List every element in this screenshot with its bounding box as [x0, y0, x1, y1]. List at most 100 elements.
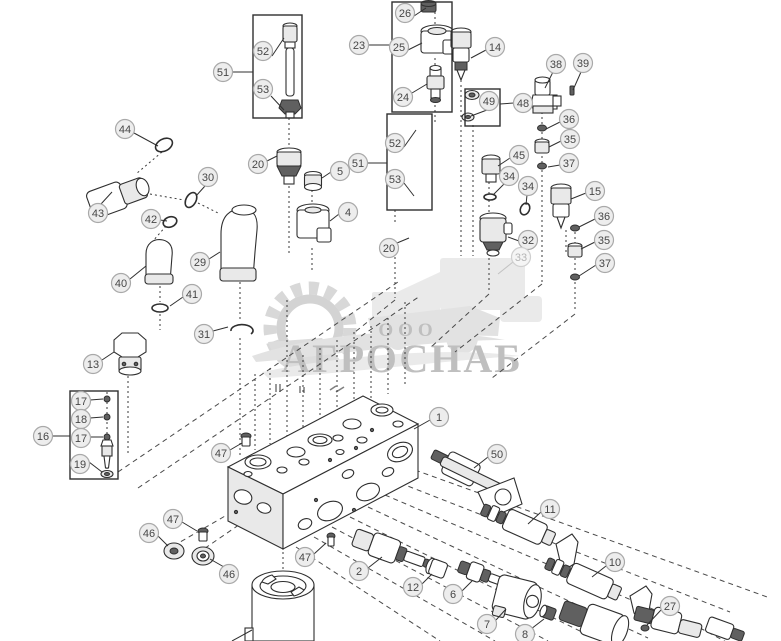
svg-text:32: 32	[522, 235, 534, 247]
leader-line-19	[88, 461, 103, 473]
callout-13: 13	[82, 353, 104, 375]
callout-5: 5	[329, 160, 351, 182]
svg-text:27: 27	[664, 601, 676, 613]
svg-text:40: 40	[115, 278, 127, 290]
part-valve-stem	[100, 439, 114, 469]
part-53-hose-end-lower	[278, 99, 302, 119]
callout-12: 12	[402, 576, 424, 598]
part-4-solenoid-coil	[296, 203, 332, 243]
leader-line-17	[89, 398, 104, 401]
callout-37: 37	[594, 252, 616, 274]
svg-text:47: 47	[299, 552, 311, 564]
svg-text:51: 51	[217, 67, 229, 79]
svg-text:50: 50	[491, 449, 503, 461]
part-hose-tube	[285, 47, 295, 97]
leader-line-36	[545, 121, 561, 130]
watermark-logo: ООО АГРОСНАБ	[252, 258, 542, 393]
callout-47: 47	[162, 508, 184, 530]
leader-line-50	[473, 456, 489, 469]
callout-14: 14	[484, 36, 506, 58]
leader-line-34	[525, 194, 528, 206]
svg-text:30: 30	[202, 172, 214, 184]
leader-line-46	[157, 535, 169, 547]
part-29-boot	[219, 204, 258, 282]
svg-text:24: 24	[397, 92, 409, 104]
callout-33: 33	[510, 246, 532, 268]
part-40-boot-small	[144, 239, 174, 285]
svg-text:46: 46	[143, 528, 155, 540]
svg-text:5: 5	[337, 166, 343, 178]
svg-text:44: 44	[119, 124, 131, 136]
leader-line-42	[159, 219, 168, 222]
svg-text:37: 37	[563, 158, 575, 170]
part-2-cartridge-valve	[351, 528, 435, 570]
callout-41: 41	[181, 283, 203, 305]
part-47-plug-top	[240, 432, 252, 447]
leader-line-35	[580, 241, 596, 250]
leader-line-18	[89, 416, 104, 419]
svg-text:19: 19	[74, 459, 86, 471]
part-5-nut	[303, 170, 323, 192]
part-44-oring	[154, 137, 174, 153]
part-17-ball-a	[103, 395, 111, 403]
leader-line-40	[129, 265, 147, 280]
part-39-pin	[569, 85, 575, 96]
swoosh-shape	[252, 332, 505, 362]
svg-text:15: 15	[589, 186, 601, 198]
leader-line-41	[169, 296, 184, 307]
callout-17: 17	[70, 390, 92, 412]
leader-line-14	[470, 49, 487, 59]
leader-line-33	[497, 261, 514, 275]
leader-line-39	[572, 71, 582, 91]
leader-line-45	[497, 157, 511, 167]
svg-text:49: 49	[483, 96, 495, 108]
part-14-relief-valve	[450, 27, 472, 82]
part-20-sensor-upper	[276, 147, 302, 185]
leader-line-48	[499, 102, 515, 105]
leader-line-10	[591, 565, 607, 578]
part-10-needle-valve	[544, 557, 653, 622]
callout-34: 34	[498, 165, 520, 187]
callout-24: 24	[392, 86, 414, 108]
svg-text:33: 33	[515, 252, 527, 264]
leader-line-11	[527, 511, 542, 525]
callout-27: 27	[659, 595, 681, 617]
part-37-ball-lower	[537, 162, 547, 170]
part-36-ball-upper	[537, 124, 547, 132]
part-hex-cartridge	[558, 600, 630, 641]
svg-text:20: 20	[383, 243, 395, 255]
svg-text:17: 17	[75, 396, 87, 408]
callout-20: 20	[378, 237, 400, 259]
callout-leader-lines	[52, 7, 662, 630]
leader-line-37	[547, 164, 561, 168]
svg-text:46: 46	[223, 569, 235, 581]
leader-line-24	[411, 83, 428, 94]
leader-line-7	[495, 608, 507, 621]
callout-30: 30	[197, 166, 219, 188]
callout-36: 36	[558, 108, 580, 130]
part-41-oring	[151, 303, 169, 313]
svg-text:11: 11	[544, 504, 555, 516]
callout-53: 53	[252, 78, 274, 100]
callout-35: 35	[559, 128, 581, 150]
svg-text:4: 4	[345, 207, 351, 219]
part-42-oring	[162, 215, 178, 229]
part-6-fitting	[457, 560, 502, 585]
callout-50: 50	[486, 443, 508, 465]
part-1-valve-block	[226, 395, 420, 550]
leader-line-25	[407, 42, 423, 51]
leader-line-53	[270, 95, 285, 111]
part-38-elbow-fitting	[531, 76, 562, 114]
callout-26: 26	[394, 2, 416, 24]
leader-line-44	[133, 132, 159, 147]
svg-text:52: 52	[389, 138, 401, 150]
part-7-solenoid-coil	[491, 574, 542, 620]
leader-line-15	[570, 192, 587, 200]
callout-46: 46	[218, 563, 240, 585]
svg-text:53: 53	[389, 174, 401, 186]
leader-line-52	[403, 129, 417, 148]
part-37-ball-right	[570, 273, 580, 281]
svg-text:39: 39	[577, 58, 589, 70]
